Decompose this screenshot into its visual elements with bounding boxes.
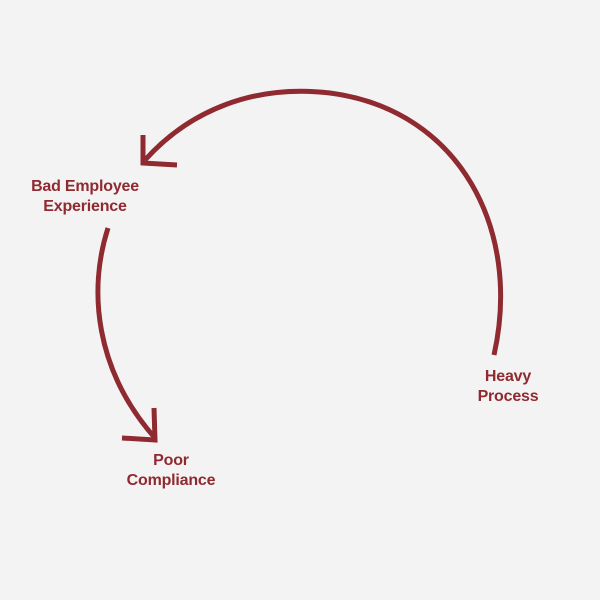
node-heavy-process: Heavy Process: [448, 367, 568, 407]
node-label-line: Poor: [153, 452, 189, 469]
node-label-line: Process: [477, 388, 539, 405]
arrow-heavy-to-bad: [143, 88, 504, 356]
node-label-line: Compliance: [126, 472, 216, 489]
node-label-line: Heavy: [484, 368, 532, 385]
node-label-line: Bad Employee: [31, 178, 139, 195]
node-label-line: Experience: [43, 198, 127, 215]
arrow-bad-to-poor: [95, 227, 157, 440]
node-poor-compliance: Poor Compliance: [106, 451, 236, 491]
arrowhead-heavy-to-bad: [140, 135, 178, 168]
arrowhead-bad-to-poor: [121, 407, 158, 443]
node-bad-employee-experience: Bad Employee Experience: [10, 177, 160, 217]
